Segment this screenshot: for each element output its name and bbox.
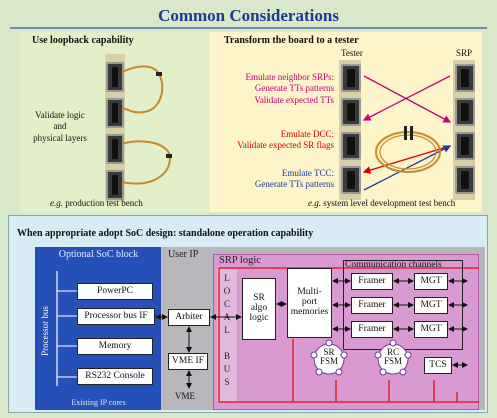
multiport-line: port xyxy=(301,297,318,308)
existing-ip-label: Existing IP cores xyxy=(71,398,126,407)
loopback-caption: e.g. production test bench xyxy=(50,198,143,208)
srp-logic-label: SRP logic xyxy=(219,255,261,266)
optical-port-icon xyxy=(455,64,475,92)
loopback-fiber-icon xyxy=(121,65,172,185)
neighbor-line: Emulate neighbor SRPs: xyxy=(245,72,335,82)
optical-port-icon xyxy=(455,166,475,194)
loopback-text-line: physical layers xyxy=(33,132,87,143)
tester-panel: Transform the board to a tester Tester S… xyxy=(210,32,482,212)
loopback-panel: Use loopback capability Validate logic a… xyxy=(20,32,210,212)
arbiter-box: Arbiter xyxy=(168,309,210,326)
rs232-box: RS232 Console xyxy=(77,368,153,385)
processor-bus-lines xyxy=(56,271,77,386)
sr-fsm-icon xyxy=(310,339,348,376)
local-bus-letter: B xyxy=(223,351,230,361)
sr-fsm-label: SR FSM xyxy=(309,348,349,366)
neighbor-line: Generate TTs patterns xyxy=(254,83,334,94)
optical-port-icon xyxy=(341,132,361,160)
tcc-line: Generate TTs patterns xyxy=(254,179,334,190)
multiport-line: Multi- xyxy=(297,287,322,298)
framer-box: Framer xyxy=(351,321,393,338)
mgt-box: MGT xyxy=(414,273,448,290)
rc-fsm-icon xyxy=(374,339,412,376)
neighbor-line: Validate expected TTs xyxy=(254,94,334,105)
local-bus-letter: L xyxy=(224,325,230,335)
local-bus-letter: L xyxy=(224,273,230,283)
powerpc-box: PowerPC xyxy=(77,283,153,300)
soc-heading: When appropriate adopt SoC design: stand… xyxy=(17,228,314,239)
caption-eg: e.g. xyxy=(50,198,63,208)
loopback-heading: Use loopback capability xyxy=(32,35,134,46)
srp-red-lines xyxy=(218,267,479,403)
local-bus-block xyxy=(217,269,237,401)
tcc-line: Emulate TCC: xyxy=(281,168,334,178)
local-bus-letter: C xyxy=(223,299,230,309)
mgt-box: MGT xyxy=(414,297,448,314)
tester-arrows xyxy=(362,75,452,191)
caption-text: system level development test bench xyxy=(321,198,456,208)
sr-algo-line: logic xyxy=(249,312,269,323)
rc-fsm-line: FSM xyxy=(383,356,402,366)
optical-port-icon xyxy=(106,134,124,164)
tester-caption: e.g. system level development test bench xyxy=(308,198,455,208)
optical-port-icon xyxy=(106,170,124,200)
local-bus-letter: U xyxy=(223,364,231,374)
tester-heading: Transform the board to a tester xyxy=(224,35,359,46)
multiport-memories-box: Multi- port memories xyxy=(287,268,332,338)
caption-text: production test bench xyxy=(63,198,143,208)
title-divider xyxy=(10,27,487,29)
user-ip-label: User IP xyxy=(168,249,199,260)
sr-fsm-line: FSM xyxy=(319,356,338,366)
framer-box: Framer xyxy=(351,297,393,314)
tester-board-image xyxy=(339,60,361,200)
multiport-line: memories xyxy=(290,306,329,317)
vme-if-box: VME IF xyxy=(168,353,208,370)
rc-fsm-line: RC xyxy=(386,347,399,357)
optical-port-icon xyxy=(106,98,124,128)
local-bus-letter: O xyxy=(223,286,231,296)
srp-label: SRP xyxy=(456,48,473,58)
optical-port-icon xyxy=(341,64,361,92)
vme-label: VME xyxy=(175,391,195,401)
local-bus-letter: S xyxy=(224,377,230,387)
optical-port-icon xyxy=(455,98,475,126)
optical-port-icon xyxy=(455,132,475,160)
mgt-box: MGT xyxy=(414,321,448,338)
optical-port-icon xyxy=(106,62,124,92)
slide-title: Common Considerations xyxy=(158,6,339,25)
processor-bus-if-box: Processor bus IF xyxy=(77,308,155,325)
comm-channels-label: Communication channels xyxy=(345,260,442,270)
memory-box: Memory xyxy=(77,338,153,355)
tcs-box: TCS xyxy=(424,357,452,374)
sr-algo-logic-box: SR algo logic xyxy=(242,278,276,340)
optical-port-icon xyxy=(341,166,361,194)
emulate-dcc-text: Emulate DCC: Validate expected SR flags xyxy=(210,129,334,152)
srp-board-image xyxy=(453,60,475,200)
sr-algo-line: algo xyxy=(250,303,268,314)
caption-eg: e.g. xyxy=(308,198,321,208)
rc-fsm-label: RC FSM xyxy=(373,348,413,366)
soc-panel: When appropriate adopt SoC design: stand… xyxy=(8,215,488,413)
optical-port-icon xyxy=(341,98,361,126)
sr-algo-line: SR xyxy=(253,293,265,304)
loopback-text-line: Validate logic xyxy=(35,110,85,120)
framer-box: Framer xyxy=(351,273,393,290)
tester-label: Tester xyxy=(341,48,363,58)
loopback-text: Validate logic and physical layers xyxy=(20,110,100,144)
emulate-tcc-text: Emulate TCC: Generate TTs patterns xyxy=(210,168,334,191)
dcc-line: Emulate DCC: xyxy=(280,129,334,139)
dcc-line: Validate expected SR flags xyxy=(237,140,334,151)
sr-fsm-line: SR xyxy=(323,347,335,357)
emulate-neighbor-text: Emulate neighbor SRPs: Generate TTs patt… xyxy=(210,72,335,106)
connection-arrows xyxy=(155,278,468,389)
soc-block-title: Optional SoC block xyxy=(58,249,139,260)
loopback-text-line: and xyxy=(53,121,67,132)
